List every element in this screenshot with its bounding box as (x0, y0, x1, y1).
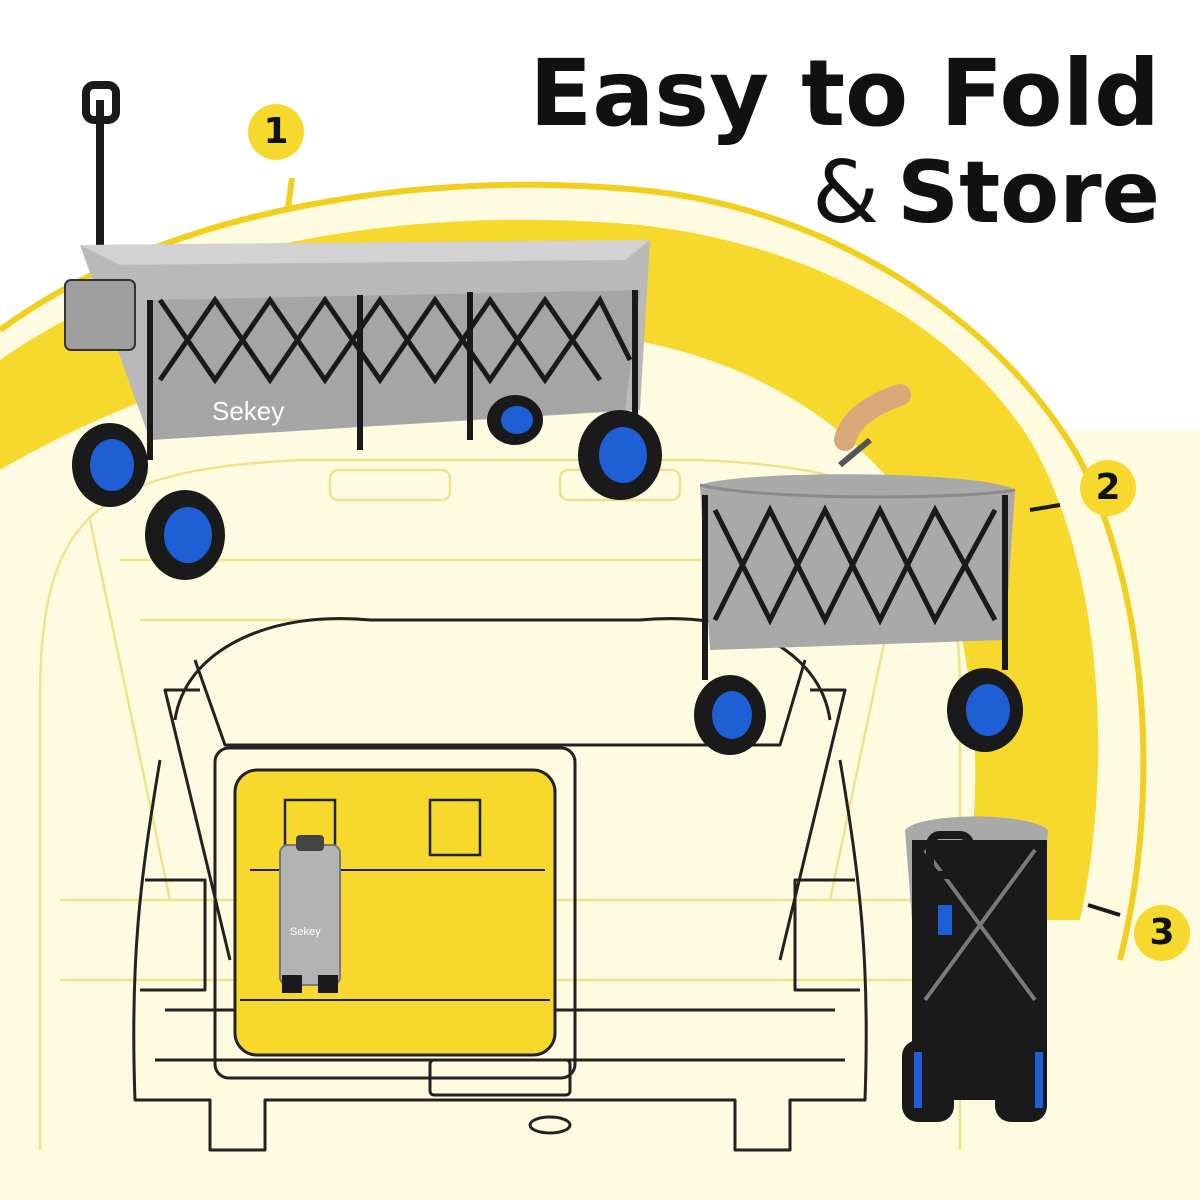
tick-2 (1029, 503, 1061, 512)
wheel (72, 423, 148, 507)
hand-icon (834, 384, 911, 451)
headline-line-1: Easy to Fold (529, 40, 1160, 147)
tick-1 (285, 177, 295, 209)
step-badge-1: 1 (248, 104, 304, 160)
step-badge-3: 3 (1134, 905, 1190, 961)
wagon-half-folded (694, 384, 1023, 755)
brand-logo: Sekey (212, 396, 284, 426)
folded-wagon-in-trunk: Sekey (279, 835, 341, 993)
brand-logo-small: Sekey (290, 926, 321, 938)
wheel (694, 675, 766, 755)
wheel (995, 1040, 1047, 1122)
wheel (145, 490, 225, 580)
headline-line-2: &Store (812, 150, 1160, 236)
wheel (578, 410, 662, 500)
wagon-open: Sekey (64, 81, 662, 580)
wheel (902, 1040, 954, 1122)
headline-ampersand: & (812, 143, 880, 243)
wheel (947, 668, 1023, 752)
headline-store: Store (897, 143, 1160, 243)
wheel (487, 395, 543, 445)
step-badge-2: 2 (1080, 460, 1136, 516)
tick-3 (1087, 903, 1121, 917)
wagon-folded (902, 816, 1048, 1122)
